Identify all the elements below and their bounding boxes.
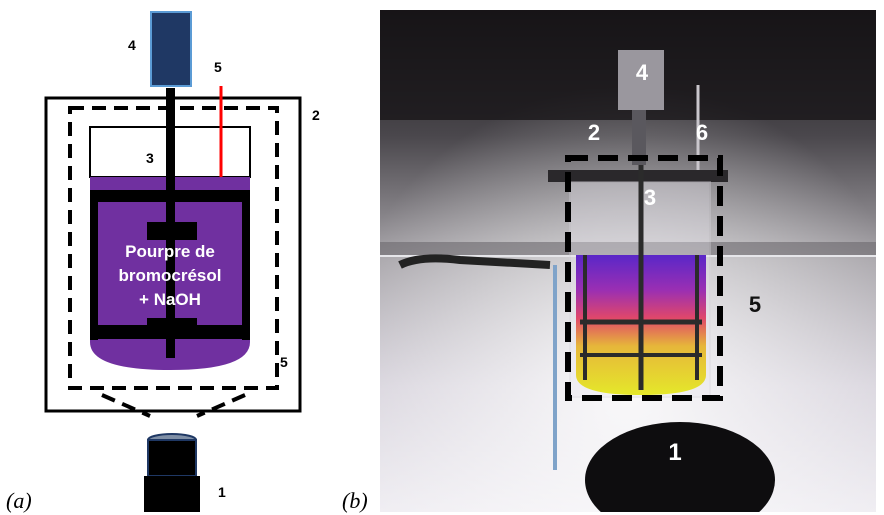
label-dashed-region: 5 bbox=[280, 354, 288, 370]
liquid-label-3: + NaOH bbox=[139, 290, 201, 309]
tubing bbox=[398, 254, 551, 269]
view-line-left bbox=[101, 393, 151, 418]
reactor-lid bbox=[548, 170, 728, 182]
liquid-label-2: bromocrésol bbox=[119, 266, 222, 285]
camera-photo bbox=[585, 422, 775, 512]
camera-body bbox=[144, 476, 200, 512]
photo-label-dashed-region: 5 bbox=[749, 292, 761, 317]
motor-holder bbox=[618, 50, 664, 110]
photo-label-camera: 1 bbox=[668, 439, 681, 466]
motor-block bbox=[150, 11, 192, 87]
liquid-label-1: Pourpre de bbox=[125, 242, 215, 261]
label-enclosure: 2 bbox=[312, 107, 320, 123]
motor-shaft bbox=[632, 110, 646, 165]
stirrer-shaft bbox=[166, 88, 175, 358]
experiment-photo: 4 2 6 3 5 1 bbox=[380, 10, 876, 512]
caption-b: (b) bbox=[342, 488, 368, 513]
photo-label-motor: 4 bbox=[636, 60, 649, 85]
camera-lens bbox=[147, 439, 197, 477]
label-camera: 1 bbox=[218, 484, 226, 500]
caption-a: (a) bbox=[6, 488, 32, 513]
label-reactor: 3 bbox=[146, 150, 154, 166]
photo-label-reactor: 3 bbox=[644, 185, 656, 210]
view-line-right bbox=[196, 393, 246, 418]
photo-label-probe: 6 bbox=[696, 120, 708, 145]
label-probe: 5 bbox=[214, 59, 222, 75]
dashed-region-photo bbox=[565, 155, 723, 401]
glass-shelf bbox=[380, 242, 876, 256]
right-wall-bar bbox=[242, 190, 250, 340]
left-wall-bar bbox=[90, 190, 98, 340]
label-motor: 4 bbox=[128, 37, 136, 53]
schematic-diagram: Pourpre de bromocrésol + NaOH 4 5 2 3 5 … bbox=[44, 11, 320, 512]
photo-label-enclosure: 2 bbox=[588, 120, 600, 145]
